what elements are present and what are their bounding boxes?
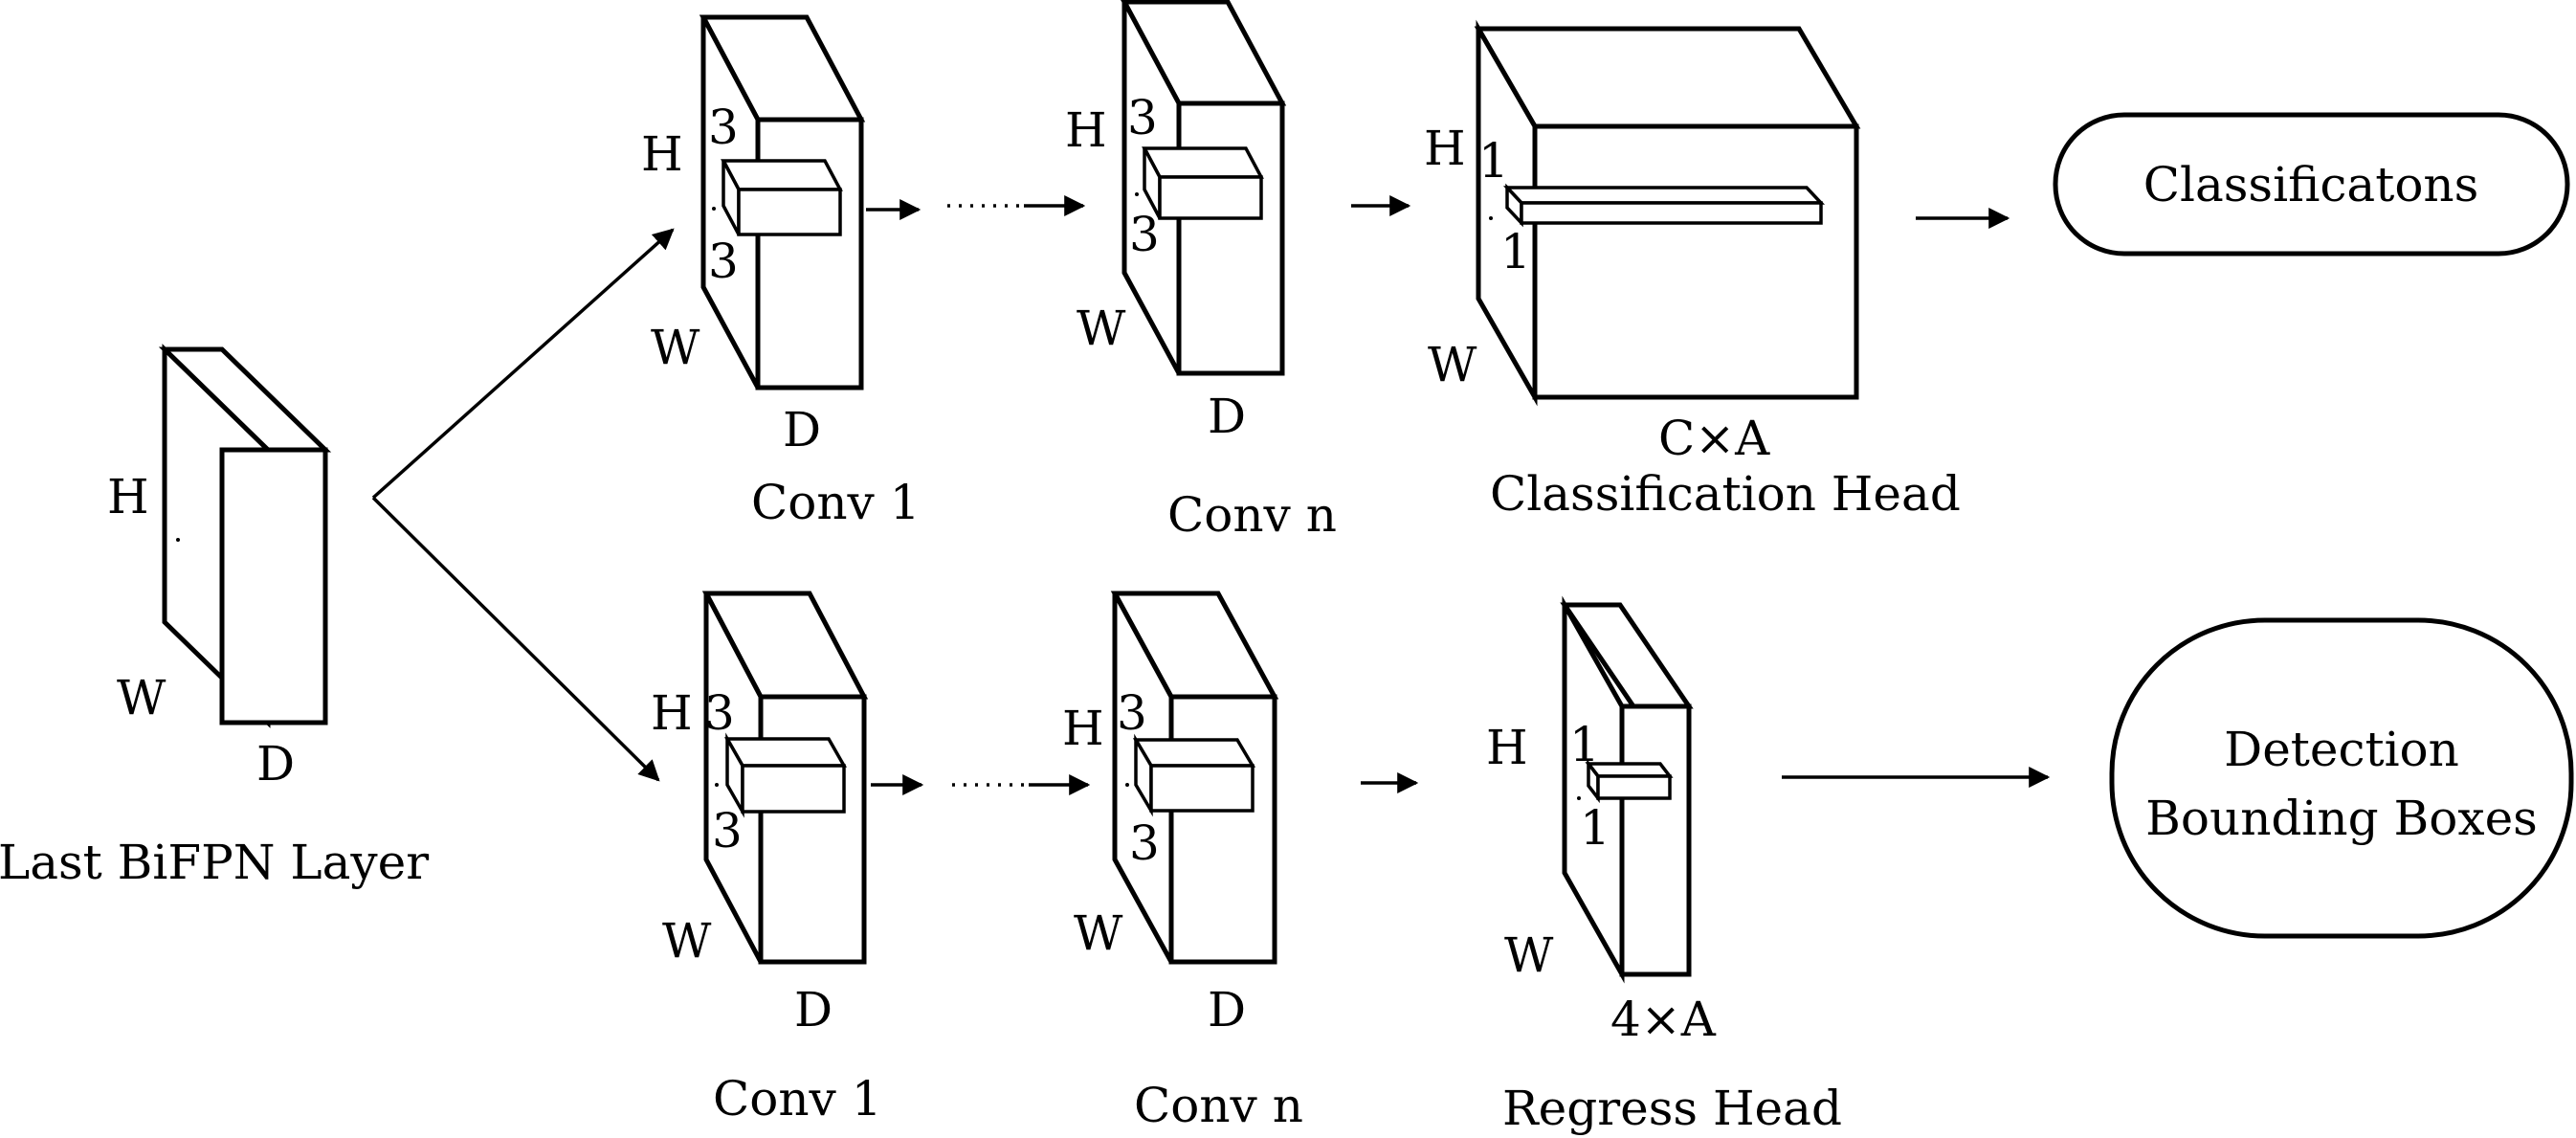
box-conv1-k2: 3 (712, 803, 743, 859)
class-head-k1: 1 (1478, 133, 1509, 189)
class-head-caption: Classification Head (1490, 466, 1961, 522)
class-conv1-w: W (651, 320, 700, 375)
input-block: H W D Last BiFPN Layer (0, 344, 429, 890)
box-convn-k2: 3 (1129, 815, 1160, 871)
box-convn-k1: 3 (1117, 685, 1147, 741)
box-head-w: W (1504, 927, 1554, 983)
box-convn-caption: Conv n (1134, 1078, 1303, 1133)
box-head-d: 4×A (1610, 992, 1717, 1047)
class-head-block: H 1 1 W C×A Classification Head (1424, 19, 1961, 522)
input-h-label: H (107, 469, 149, 524)
box-conv1-w: W (662, 913, 712, 969)
class-conv1-h: H (641, 126, 683, 182)
box-head-k2: 1 (1580, 800, 1610, 856)
box-head-k1: 1 (1569, 717, 1600, 772)
class-head-d: C×A (1658, 411, 1770, 466)
input-w-label: W (117, 670, 167, 725)
box-convn-h: H (1062, 701, 1104, 756)
class-convn-d: D (1208, 389, 1246, 444)
branch-arrow-top (371, 228, 675, 500)
detection-output: Detection Bounding Boxes (2109, 617, 2574, 939)
box-head-caption: Regress Head (1502, 1081, 1842, 1136)
detection-label-line1: Detection (2224, 722, 2459, 777)
classifications-label: Classificatons (2143, 157, 2479, 212)
class-convn-caption: Conv n (1167, 487, 1337, 543)
input-caption: Last BiFPN Layer (0, 835, 429, 890)
box-head-h: H (1486, 720, 1528, 775)
box-convn-w: W (1074, 905, 1123, 961)
class-convn-h: H (1065, 102, 1107, 158)
class-conv1-k1: 3 (708, 100, 739, 155)
class-head-k2: 1 (1500, 224, 1531, 279)
box-head-block: H 1 1 W 4×A Regress Head (1486, 595, 1842, 1136)
branch-arrow-bottom (371, 496, 660, 782)
box-convn-d: D (1208, 982, 1246, 1038)
class-head-h: H (1424, 121, 1466, 176)
class-convn-w: W (1077, 301, 1126, 356)
class-convn-k1: 3 (1127, 90, 1158, 145)
class-convn-k2: 3 (1129, 207, 1160, 262)
detection-label-line2: Bounding Boxes (2145, 791, 2538, 846)
class-conv1-d: D (783, 402, 821, 457)
box-conv1-block: H 3 3 W D Conv 1 (651, 591, 882, 1127)
classifications-output: Classificatons (2053, 112, 2570, 257)
box-conv1-d: D (794, 982, 833, 1038)
class-head-w: W (1428, 337, 1477, 392)
box-conv1-k1: 3 (704, 685, 735, 741)
class-convn-block: H 3 3 W D Conv n (1065, 0, 1337, 543)
box-convn-block: H 3 3 W D Conv n (1062, 591, 1303, 1133)
box-conv1-h: H (651, 685, 693, 741)
input-d-label: D (256, 736, 295, 792)
class-conv1-block: H 3 3 W D Conv 1 (641, 14, 921, 530)
class-conv1-k2: 3 (708, 234, 739, 289)
class-conv1-caption: Conv 1 (751, 475, 921, 530)
box-conv1-caption: Conv 1 (713, 1071, 882, 1127)
